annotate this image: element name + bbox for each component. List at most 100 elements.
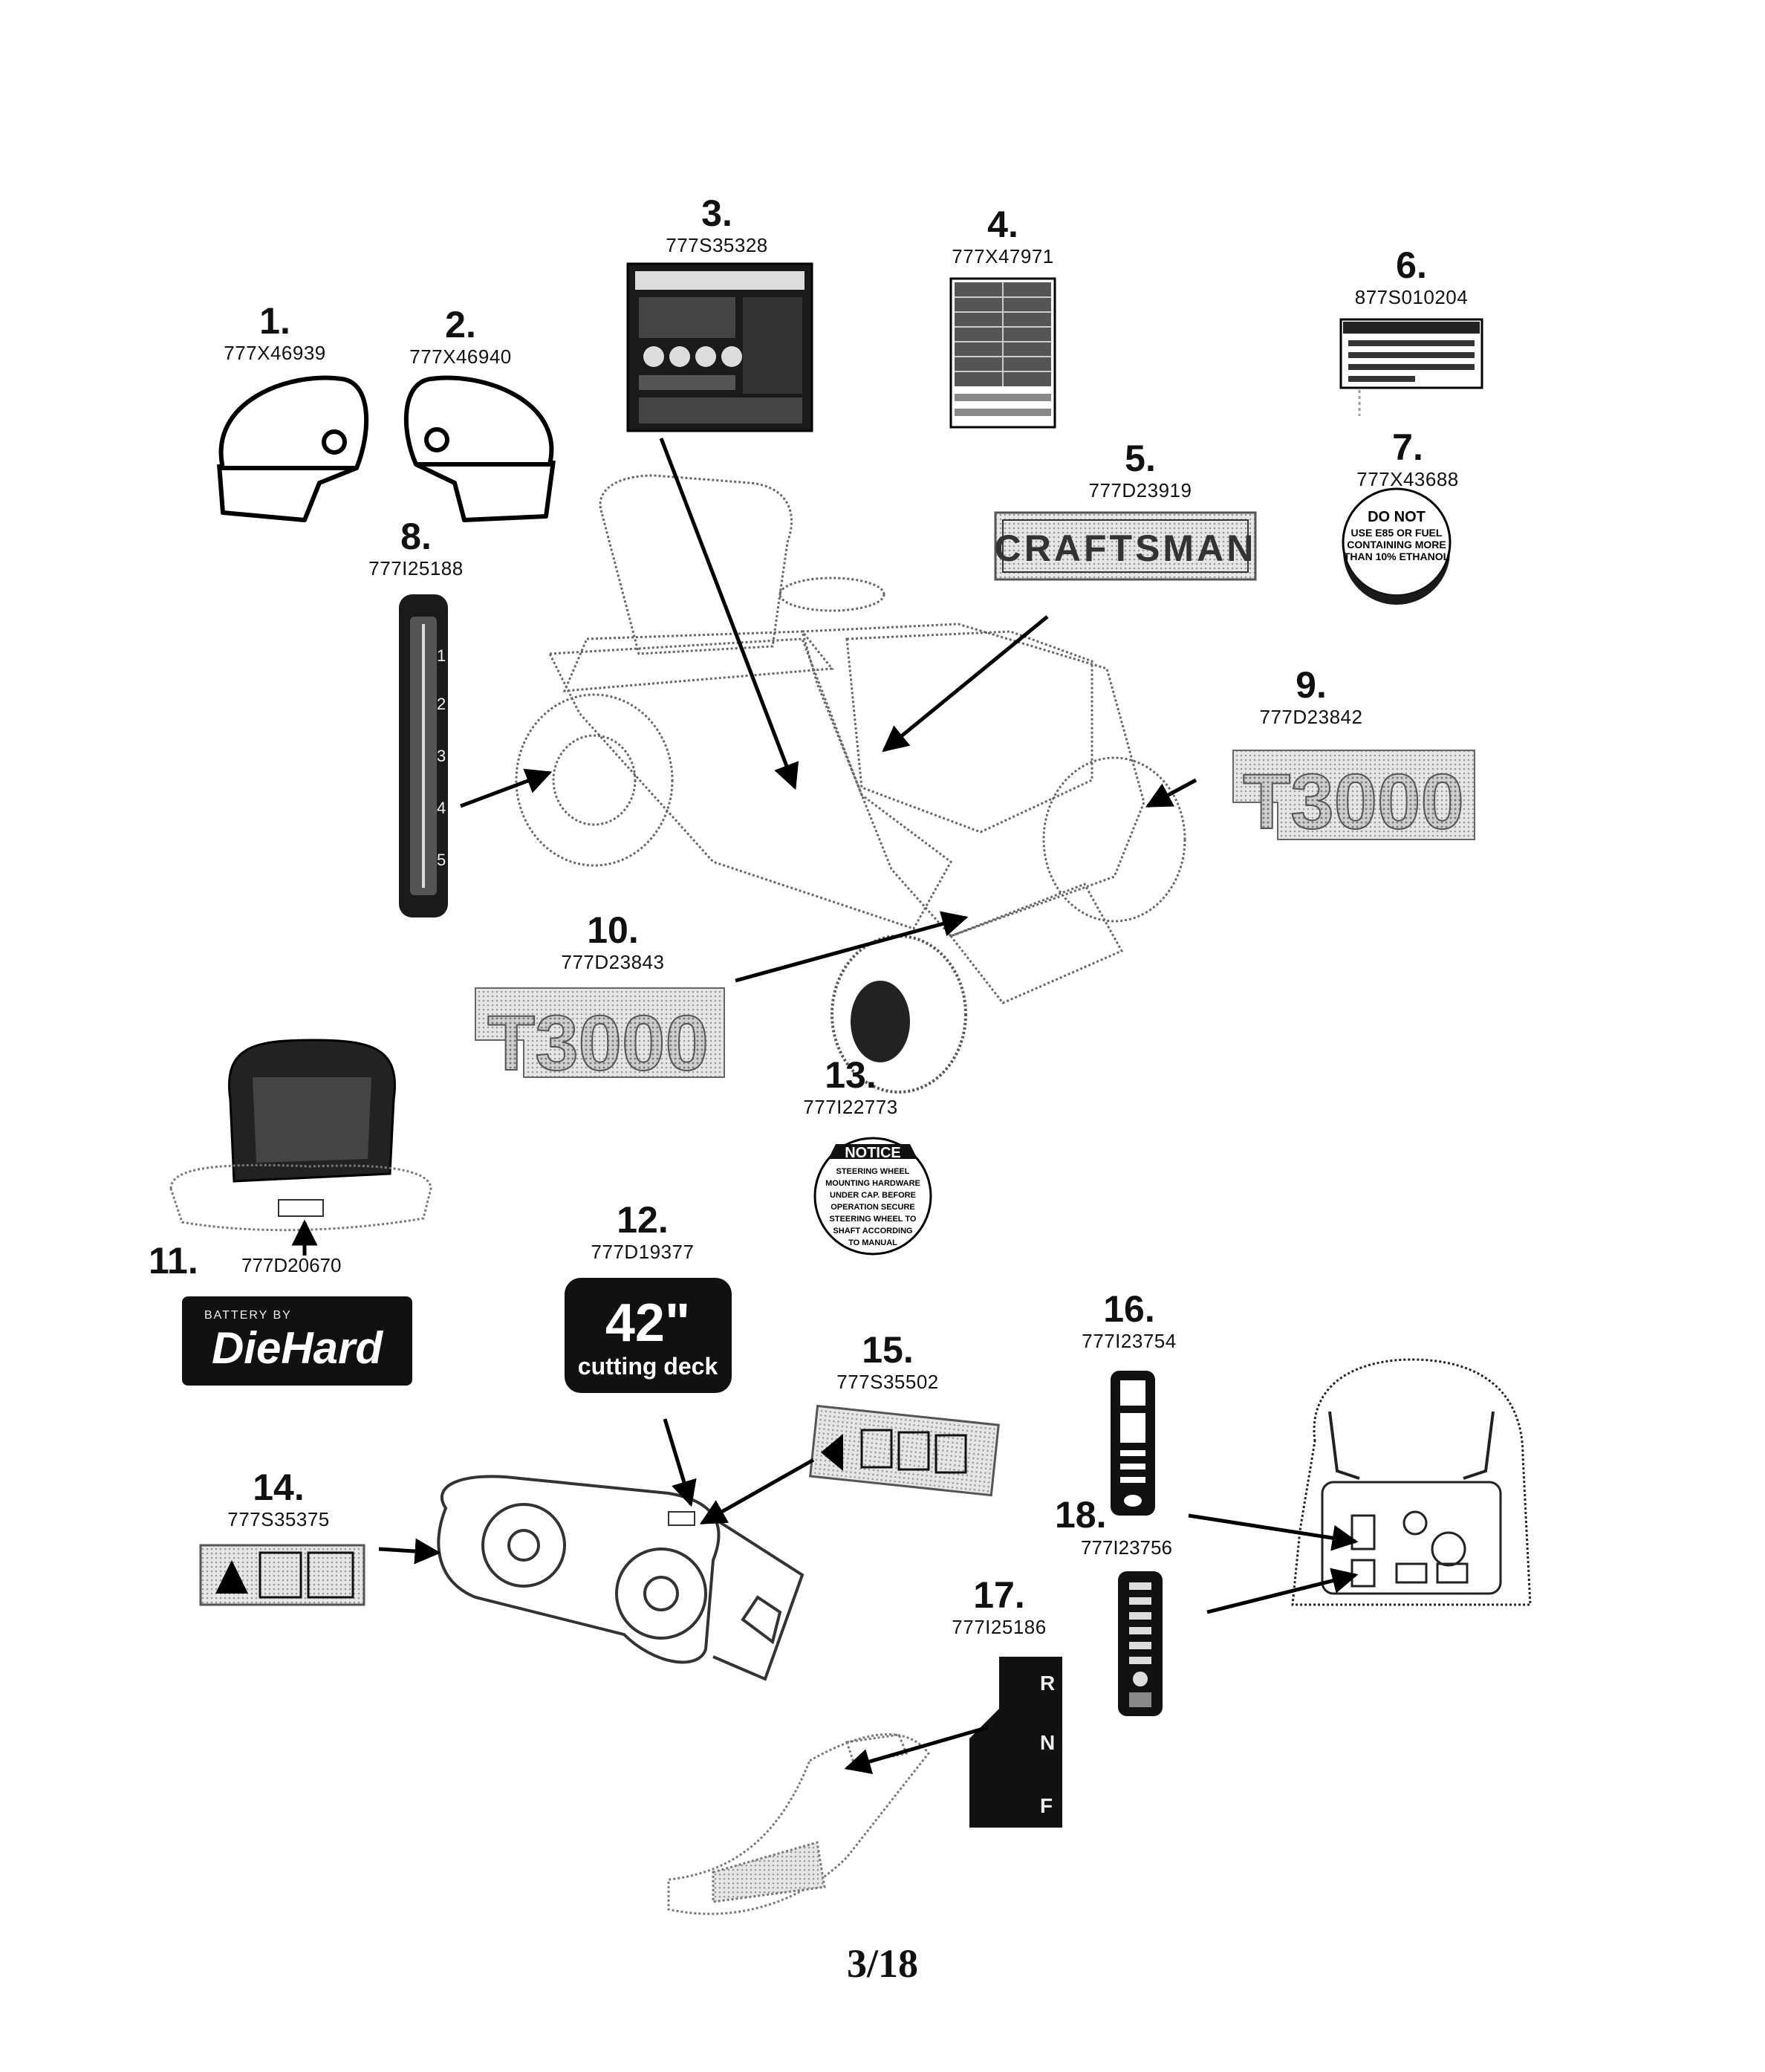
notice-title: NOTICE bbox=[845, 1145, 901, 1161]
callout-17-number: 17. bbox=[973, 1574, 1025, 1616]
callout-7: 7. 777X43688 bbox=[1337, 427, 1478, 491]
front-tire-hub bbox=[851, 981, 910, 1062]
notice-line-4: OPERATION SECURE bbox=[831, 1203, 914, 1212]
notice-line-6: SHAFT ACCORDING bbox=[833, 1227, 912, 1235]
callout-6-number: 6. bbox=[1396, 244, 1427, 286]
callout-17-part-number: 777I25186 bbox=[952, 1616, 1047, 1638]
callout-1: 1. 777X46939 bbox=[204, 301, 345, 365]
callout-15-number: 15. bbox=[862, 1329, 914, 1371]
callout-8: 8. 777I25188 bbox=[345, 516, 487, 580]
notice-line-1: STEERING WHEEL bbox=[836, 1167, 909, 1176]
callout-14: 14. 777S35375 bbox=[208, 1467, 349, 1531]
callout-4: 4. 777X47971 bbox=[932, 204, 1073, 268]
throttle-decal-8: 1 2 3 4 5 bbox=[399, 594, 448, 918]
callout-7-number: 7. bbox=[1392, 426, 1423, 468]
diehard-brand: DieHard bbox=[212, 1323, 383, 1373]
fuel-line-3: CONTAINING MORE bbox=[1347, 539, 1446, 551]
callout-2-part-number: 777X46940 bbox=[409, 345, 512, 368]
deck-text: cutting deck bbox=[578, 1353, 718, 1380]
callout-16-number: 16. bbox=[1103, 1288, 1155, 1330]
callout-7-part-number: 777X43688 bbox=[1356, 468, 1459, 490]
callout-4-part-number: 777X47971 bbox=[952, 245, 1054, 267]
fuel-decal-7: DO NOT USE E85 OR FUEL CONTAINING MORE T… bbox=[1342, 487, 1452, 605]
callout-18-number: 18. bbox=[1055, 1494, 1107, 1536]
fuel-line-2: USE E85 OR FUEL bbox=[1351, 527, 1443, 539]
seat-illustration bbox=[169, 1039, 432, 1232]
shift-mark-n: N bbox=[1040, 1731, 1055, 1754]
diehard-top: BATTERY BY bbox=[204, 1309, 292, 1322]
callout-12-number: 12. bbox=[617, 1199, 669, 1241]
callout-16: 16. 777I23754 bbox=[1059, 1289, 1200, 1353]
model-badge-10-text: T3000 bbox=[487, 1000, 709, 1087]
callout-18-part-number: 777I23756 bbox=[1081, 1536, 1172, 1559]
front-tire bbox=[831, 935, 967, 1094]
callout-13-number: 13. bbox=[825, 1054, 877, 1096]
control-decal-16 bbox=[1111, 1371, 1155, 1516]
throttle-mark-1: 1 bbox=[437, 646, 446, 665]
page-label: 3/18 bbox=[846, 1941, 918, 1986]
shift-mark-r: R bbox=[1040, 1672, 1055, 1695]
safety-decal-3 bbox=[626, 262, 813, 432]
model-badge-10: T3000 bbox=[475, 987, 725, 1088]
deck-size: 42" bbox=[605, 1293, 690, 1353]
callout-11-part-number: 777D20670 bbox=[241, 1254, 342, 1276]
craftsman-text: CRAFTSMAN bbox=[995, 527, 1257, 569]
notice-line-3: UNDER CAP. BEFORE bbox=[830, 1191, 916, 1200]
mower-deck-illustration bbox=[437, 1475, 805, 1681]
callout-16-part-number: 777I23754 bbox=[1082, 1330, 1177, 1352]
callout-10-number: 10. bbox=[587, 909, 639, 951]
emissions-decal-6 bbox=[1339, 318, 1483, 416]
shift-pedal-illustration bbox=[667, 1733, 930, 1915]
tractor-illustration bbox=[515, 474, 1186, 1004]
shift-decal-17: R N F bbox=[969, 1657, 1062, 1828]
throttle-mark-3: 3 bbox=[437, 747, 446, 765]
deck-decal-12: 42" cutting deck bbox=[565, 1278, 732, 1393]
callout-8-number: 8. bbox=[400, 516, 432, 557]
fender-decal-right bbox=[403, 375, 556, 522]
fuel-line-1: DO NOT bbox=[1368, 509, 1426, 525]
warning-decal-14 bbox=[199, 1544, 365, 1606]
callout-4-number: 4. bbox=[987, 204, 1018, 245]
throttle-mark-5: 5 bbox=[437, 851, 446, 869]
callout-6: 6. 877S010204 bbox=[1333, 245, 1489, 309]
notice-line-7: TO MANUAL bbox=[848, 1238, 897, 1247]
callout-13-part-number: 777I22773 bbox=[803, 1096, 898, 1118]
callout-3-number: 3. bbox=[701, 192, 732, 234]
callout-9-part-number: 777D23842 bbox=[1259, 706, 1363, 728]
control-decal-18 bbox=[1118, 1571, 1163, 1716]
warning-decal-15 bbox=[809, 1404, 1000, 1497]
fuel-line-4: THAN 10% ETHANOL bbox=[1344, 551, 1450, 562]
callout-5-part-number: 777D23919 bbox=[1088, 479, 1192, 501]
callout-1-number: 1. bbox=[259, 300, 290, 342]
callout-5-number: 5. bbox=[1125, 438, 1156, 479]
callout-5: 5. 777D23919 bbox=[1070, 438, 1211, 502]
callout-12-part-number: 777D19377 bbox=[591, 1241, 695, 1263]
callout-17: 17. 777I25186 bbox=[929, 1575, 1070, 1639]
shift-mark-f: F bbox=[1040, 1794, 1053, 1817]
callout-14-number: 14. bbox=[253, 1467, 305, 1508]
craftsman-decal-5: CRAFTSMAN bbox=[994, 511, 1257, 581]
throttle-mark-2: 2 bbox=[437, 695, 446, 713]
callout-10-part-number: 777D23843 bbox=[561, 951, 665, 973]
callout-15-part-number: 777S35502 bbox=[836, 1371, 939, 1393]
leader-arrows bbox=[291, 438, 1359, 1775]
callout-15: 15. 777S35502 bbox=[817, 1330, 958, 1394]
callout-12: 12. 777D19377 bbox=[572, 1200, 713, 1264]
chart-decal-4 bbox=[949, 277, 1056, 429]
callout-1-part-number: 777X46939 bbox=[224, 342, 326, 364]
notice-decal-13: NOTICE STEERING WHEEL MOUNTING HARDWARE … bbox=[813, 1137, 932, 1256]
callout-9: 9. 777D23842 bbox=[1241, 665, 1382, 729]
callout-13: 13. 777I22773 bbox=[780, 1055, 921, 1119]
callout-11-number: 11. bbox=[149, 1240, 198, 1282]
callout-3-part-number: 777S35328 bbox=[666, 234, 768, 256]
model-badge-9: T3000 bbox=[1232, 750, 1475, 846]
diehard-decal-11: BATTERY BY DieHard bbox=[182, 1296, 412, 1386]
callout-9-number: 9. bbox=[1296, 664, 1327, 706]
notice-line-2: MOUNTING HARDWARE bbox=[825, 1179, 920, 1188]
rear-tractor-illustration bbox=[1291, 1358, 1532, 1606]
fender-decal-left bbox=[217, 375, 369, 522]
model-badge-9-text: T3000 bbox=[1243, 759, 1464, 845]
callout-3: 3. 777S35328 bbox=[646, 193, 787, 257]
